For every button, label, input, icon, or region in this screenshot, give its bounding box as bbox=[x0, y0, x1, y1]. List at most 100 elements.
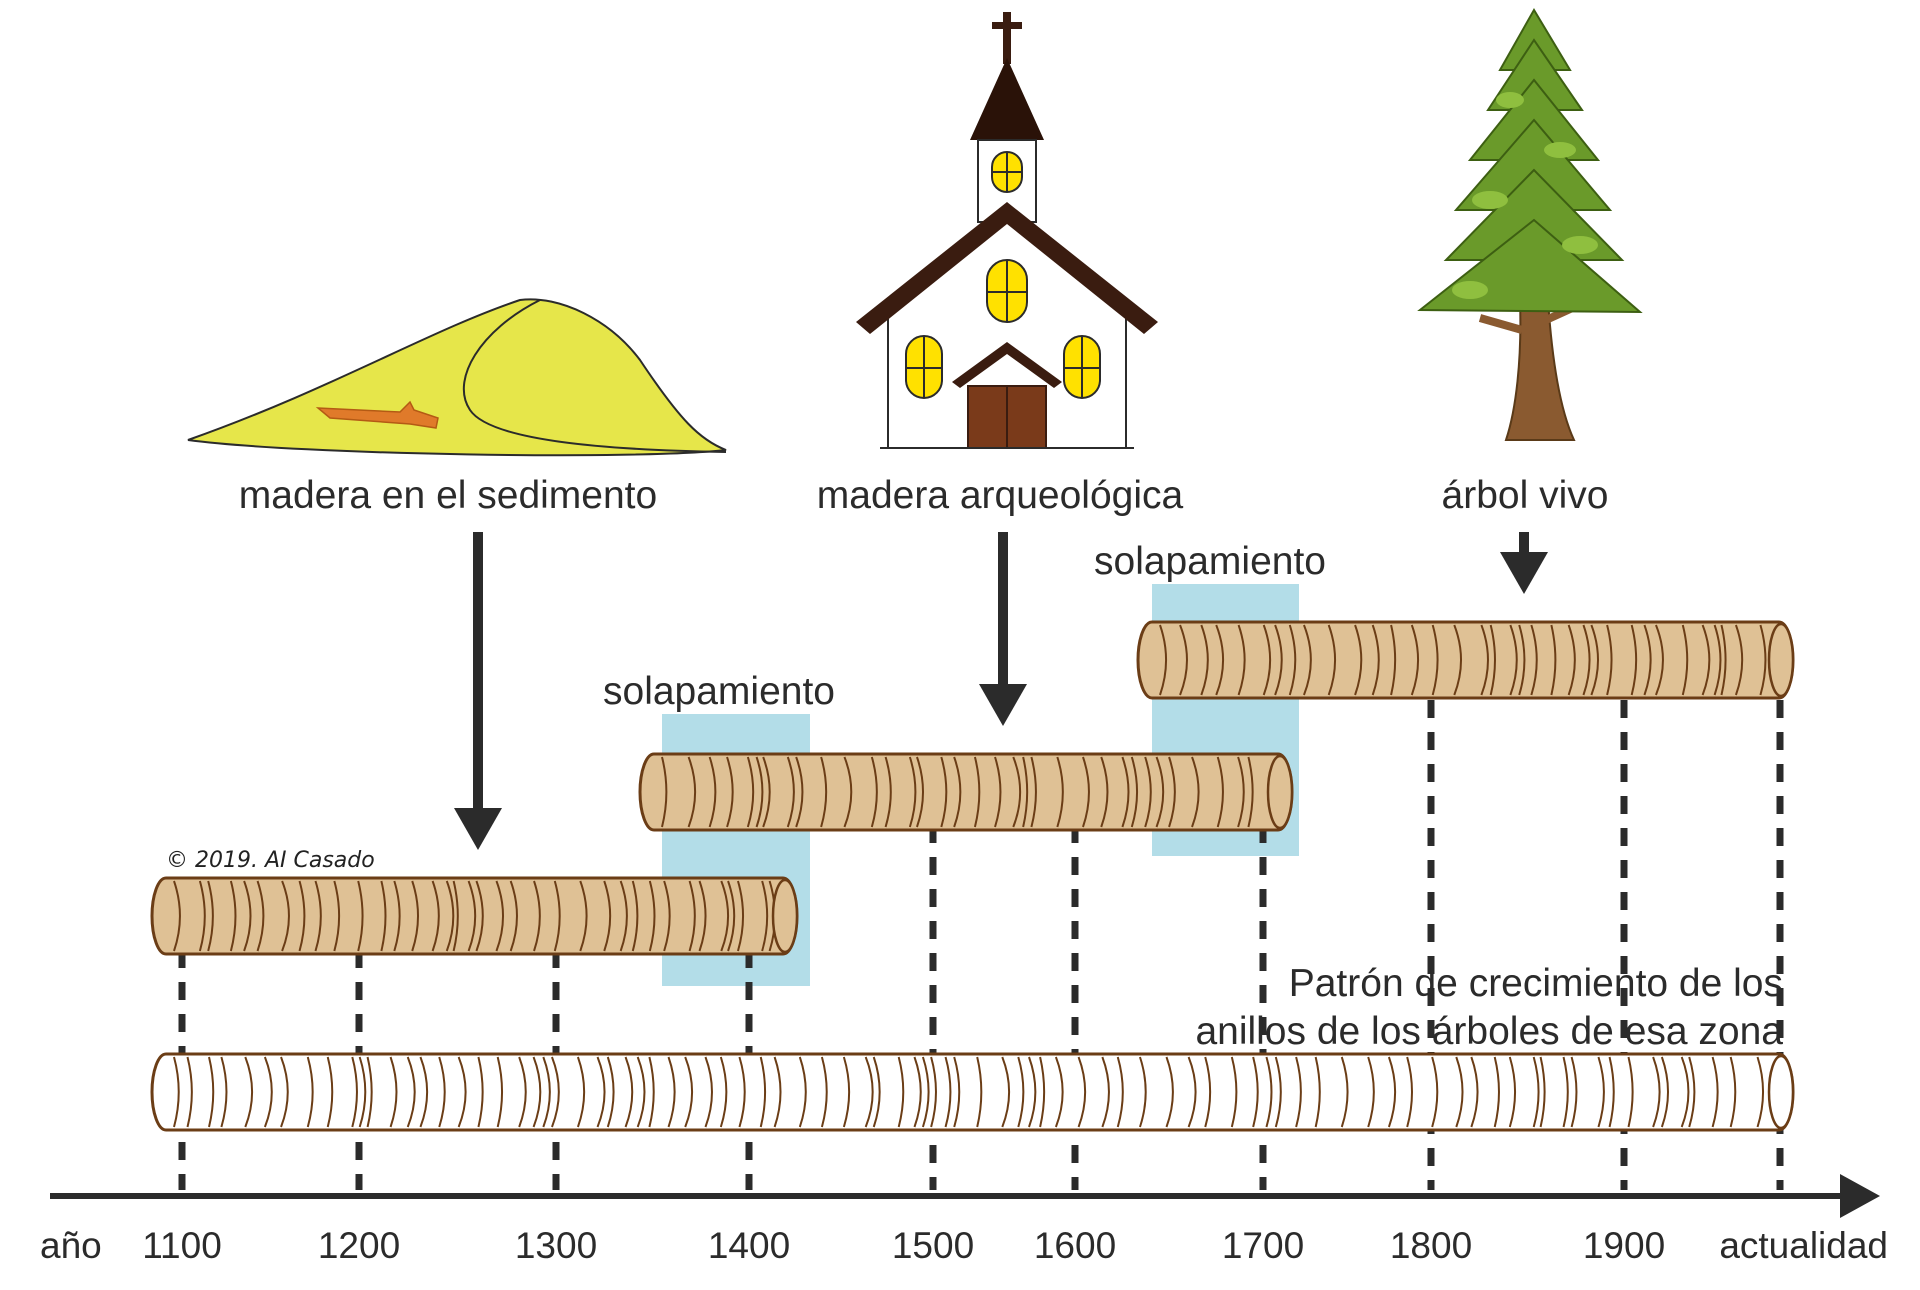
tree-ring bbox=[333, 880, 341, 952]
tree-ring bbox=[663, 880, 671, 952]
tree-ring bbox=[921, 1056, 930, 1128]
tree-ring bbox=[1265, 1056, 1273, 1128]
tree-ring bbox=[186, 1056, 193, 1128]
tree-ring bbox=[1165, 1056, 1174, 1128]
tree-ring bbox=[688, 880, 696, 952]
axis-tick-label: 1800 bbox=[1390, 1225, 1472, 1266]
tree-ring bbox=[1680, 1056, 1690, 1128]
tree-ring bbox=[1681, 624, 1689, 696]
tree-ring bbox=[533, 880, 541, 952]
tree-ring bbox=[326, 1056, 334, 1128]
tree-ring bbox=[1606, 624, 1613, 696]
tree-ring bbox=[1274, 1056, 1282, 1128]
tree-ring bbox=[380, 880, 387, 952]
tree-ring bbox=[698, 880, 707, 952]
tree-ring bbox=[496, 1056, 503, 1128]
tree-ring bbox=[452, 880, 459, 952]
label-pattern-line1: Patrón de crecimiento de los bbox=[1289, 962, 1783, 1005]
tree-ring bbox=[737, 880, 744, 952]
tree-ring bbox=[1262, 624, 1272, 696]
tree-ring bbox=[870, 756, 878, 828]
tree-ring bbox=[727, 880, 736, 952]
tree-ring bbox=[1030, 756, 1037, 828]
tree-ring bbox=[509, 880, 518, 952]
tree-ring bbox=[1431, 1056, 1439, 1128]
axis-tick-label: 1500 bbox=[892, 1225, 974, 1266]
tree-ring bbox=[457, 1056, 467, 1128]
tree-ring bbox=[603, 880, 612, 952]
tree-ring bbox=[1756, 1056, 1764, 1128]
arrow-down-icon bbox=[454, 532, 502, 850]
log-end-cap bbox=[1266, 754, 1294, 830]
log-sediment-wood bbox=[150, 876, 799, 956]
tree-ring bbox=[1590, 624, 1599, 696]
tree-ring bbox=[431, 880, 440, 952]
tree-ring bbox=[1001, 1056, 1011, 1128]
tree-ring bbox=[542, 1056, 551, 1128]
tree-ring bbox=[631, 880, 639, 952]
tree-ring bbox=[298, 880, 306, 952]
tree-ring bbox=[357, 880, 364, 952]
tree-ring bbox=[1155, 756, 1165, 828]
tree-ring bbox=[1056, 756, 1064, 828]
tree-ring bbox=[687, 756, 697, 828]
tree-ring bbox=[406, 1056, 416, 1128]
tree-ring bbox=[1711, 1056, 1719, 1128]
tree-ring bbox=[1077, 1056, 1087, 1128]
tree-ring bbox=[553, 880, 561, 952]
tree-ring bbox=[1100, 756, 1109, 828]
tree-ring bbox=[411, 880, 419, 952]
tree-ring bbox=[916, 756, 924, 828]
tree-ring bbox=[596, 1056, 606, 1128]
tree-ring bbox=[1509, 624, 1518, 696]
tree-ring bbox=[263, 1056, 273, 1128]
church-icon bbox=[856, 12, 1158, 449]
tree-ring bbox=[173, 1056, 180, 1128]
tree-ring bbox=[173, 880, 181, 952]
tree-ring bbox=[198, 880, 206, 952]
tree-ring bbox=[930, 1056, 937, 1128]
sand-dune-icon bbox=[187, 298, 727, 457]
tree-ring bbox=[619, 880, 628, 952]
axis-start-label: año bbox=[40, 1225, 102, 1266]
tree-ring bbox=[944, 1056, 952, 1128]
tree-ring bbox=[1493, 1056, 1500, 1128]
tree-ring bbox=[1480, 624, 1489, 696]
tree-ring bbox=[208, 1056, 215, 1128]
tree-ring bbox=[1371, 624, 1380, 696]
tree-ring bbox=[624, 1056, 634, 1128]
label-sediment-wood: madera en el sedimento bbox=[239, 474, 657, 517]
tree-ring bbox=[1159, 624, 1167, 696]
tree-ring bbox=[762, 756, 771, 828]
time-axis bbox=[50, 1174, 1880, 1218]
axis-tick-label: 1100 bbox=[142, 1225, 222, 1266]
tree-ring bbox=[1354, 624, 1363, 696]
tree-ring bbox=[884, 756, 892, 828]
tree-ring bbox=[1303, 624, 1312, 696]
axis-tick-label: 1700 bbox=[1222, 1225, 1304, 1266]
tree-ring bbox=[1327, 624, 1336, 696]
tree-ring bbox=[684, 1056, 693, 1128]
tree-ring bbox=[1200, 624, 1209, 696]
axis-tick-label: 1900 bbox=[1583, 1225, 1665, 1266]
tree-ring bbox=[759, 1056, 767, 1128]
tree-ring bbox=[1168, 756, 1176, 828]
tree-ring bbox=[314, 880, 322, 952]
tree-ring bbox=[1179, 624, 1188, 696]
axis-tick-label: 1200 bbox=[318, 1225, 400, 1266]
tree-ring bbox=[1191, 756, 1200, 828]
axis-end-label: actualidad bbox=[1719, 1225, 1888, 1266]
tree-ring bbox=[1406, 1056, 1413, 1128]
tree-ring bbox=[1489, 624, 1496, 696]
tree-ring bbox=[1655, 624, 1664, 696]
tree-ring bbox=[761, 880, 769, 952]
tree-ring bbox=[843, 756, 853, 828]
tree-ring bbox=[1216, 756, 1224, 828]
tree-ring bbox=[518, 1056, 527, 1128]
label-overlap-2: solapamiento bbox=[1094, 540, 1326, 583]
tree-ring bbox=[1387, 1056, 1397, 1128]
tree-ring bbox=[1237, 624, 1246, 696]
tree-ring bbox=[393, 880, 401, 952]
tree-ring bbox=[755, 756, 764, 828]
